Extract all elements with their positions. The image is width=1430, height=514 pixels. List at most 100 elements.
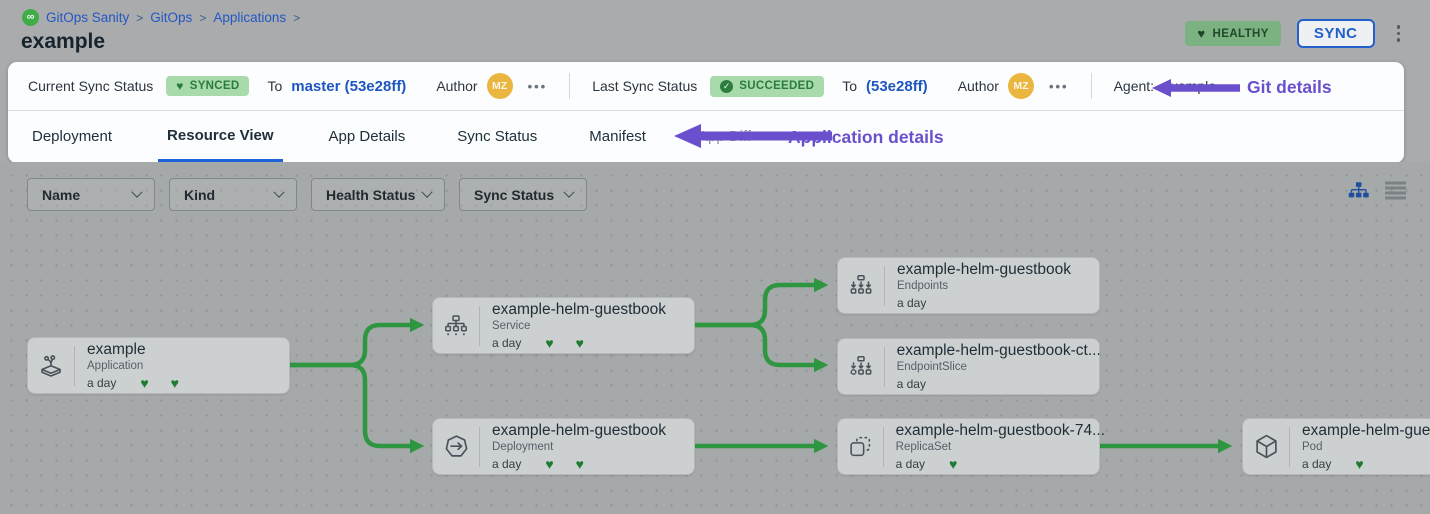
succeeded-badge-label: SUCCEEDED — [739, 80, 815, 92]
node-age: a day — [895, 457, 925, 471]
node-title: example-helm-guest — [1302, 422, 1430, 439]
breadcrumb-separator: > — [293, 10, 301, 25]
page-title: example — [21, 30, 106, 53]
app-header-card: Current Sync Status ♥ SYNCED To master (… — [8, 62, 1404, 163]
tab-app-details[interactable]: App Details — [328, 128, 406, 145]
kind-filter-label: Kind — [184, 186, 216, 203]
gitops-logo-icon: ∞ — [22, 9, 39, 26]
node-application-example[interactable]: example Application a day ♥ ♥ — [27, 337, 290, 394]
app-tabs: Deployment Resource View App Details Syn… — [8, 111, 1404, 162]
health-heart-icon: ♥ — [545, 456, 554, 472]
last-sync-status-label: Last Sync Status — [592, 78, 698, 94]
succeeded-badge: ✓ SUCCEEDED — [710, 75, 825, 97]
node-age: a day — [1302, 457, 1332, 471]
node-kind: Application — [87, 360, 144, 372]
more-options-menu-icon[interactable] — [1391, 21, 1407, 46]
tab-manifest[interactable]: Manifest — [589, 128, 646, 145]
author-avatar[interactable]: MZ — [1007, 73, 1034, 99]
node-service-example-helm-guestbook[interactable]: example-helm-guestbook Service a day ♥ ♥ — [432, 297, 695, 354]
agent-label: Agent: — [1113, 78, 1155, 94]
divider — [884, 265, 885, 306]
health-heart-icon: ♥ — [170, 375, 179, 391]
name-filter-label: Name — [42, 186, 81, 203]
divider — [1090, 73, 1092, 99]
node-kind: Deployment — [492, 441, 554, 453]
sync-status-filter-label: Sync Status — [474, 186, 555, 203]
author-label: Author — [957, 78, 999, 94]
deployment-icon — [433, 434, 479, 459]
edge-service-endpoints — [695, 277, 829, 328]
replicaset-icon — [838, 434, 883, 459]
node-age: a day — [492, 336, 522, 350]
health-heart-icon: ♥ — [140, 375, 149, 391]
git-details-annotation: Git details — [1247, 77, 1332, 97]
edge-application-service — [290, 317, 425, 368]
kind-filter-dropdown[interactable]: Kind — [169, 178, 297, 211]
node-replicaset-example-helm-guestbook-74[interactable]: example-helm-guestbook-74... ReplicaSet … — [837, 418, 1105, 475]
tab-resource-view[interactable]: Resource View — [158, 111, 283, 162]
sync-status-filter-dropdown[interactable]: Sync Status — [459, 178, 587, 211]
synced-badge: ♥ SYNCED — [166, 76, 250, 96]
node-endpointslice-example-helm-guestbook-ct[interactable]: example-helm-guestbook-ct... EndpointSli… — [837, 338, 1101, 395]
divider — [1289, 426, 1290, 467]
last-revision-link[interactable]: (53e28ff) — [865, 77, 928, 95]
heart-icon: ♥ — [176, 79, 184, 93]
divider — [569, 73, 571, 99]
node-age: a day — [897, 296, 927, 310]
sync-button[interactable]: SYNC — [1296, 19, 1375, 48]
endpoints-icon — [838, 274, 884, 297]
node-age: a day — [87, 376, 117, 390]
node-title: example-helm-guestbook — [897, 261, 1072, 278]
health-badge-label: HEALTHY — [1212, 27, 1269, 40]
check-circle-icon: ✓ — [720, 79, 734, 93]
health-status-filter-label: Health Status — [326, 186, 416, 203]
health-heart-icon: ♥ — [545, 335, 554, 351]
application-icon — [28, 353, 74, 379]
to-label: To — [842, 78, 857, 94]
breadcrumb-separator: > — [199, 10, 207, 25]
health-heart-icon: ♥ — [949, 456, 958, 472]
current-revision-link[interactable]: master (53e28ff) — [291, 77, 407, 95]
service-icon — [433, 314, 479, 337]
health-heart-icon: ♥ — [575, 456, 584, 472]
breadcrumb-gitops-sanity[interactable]: GitOps Sanity — [46, 10, 130, 25]
current-sync-status-label: Current Sync Status — [28, 78, 154, 94]
list-view-icon[interactable] — [1385, 181, 1406, 200]
health-heart-icon: ♥ — [575, 335, 584, 351]
node-title: example-helm-guestbook-ct... — [896, 342, 1101, 359]
application-details-annotation-arrow — [674, 124, 832, 148]
filter-bar: Name Kind Health Status Sync Status — [0, 162, 1430, 214]
breadcrumb-applications[interactable]: Applications — [213, 10, 287, 25]
node-kind: Endpoints — [897, 280, 949, 292]
synced-badge-label: SYNCED — [189, 80, 240, 92]
health-status-badge: ♥ HEALTHY — [1185, 21, 1281, 46]
health-status-filter-dropdown[interactable]: Health Status — [311, 178, 445, 211]
node-deployment-example-helm-guestbook[interactable]: example-helm-guestbook Deployment a day … — [432, 418, 695, 475]
git-details-annotation-arrow — [1152, 79, 1240, 97]
breadcrumb-gitops[interactable]: GitOps — [150, 10, 193, 25]
edge-application-deployment — [290, 362, 425, 454]
resource-tree-canvas: Name Kind Health Status Sync Status — [0, 162, 1430, 514]
resource-tree-edges — [290, 277, 1233, 454]
tab-deployment[interactable]: Deployment — [32, 128, 113, 145]
divider — [74, 345, 75, 386]
divider — [883, 346, 885, 387]
node-pod-example-helm-guest[interactable]: example-helm-guest Pod a day ♥ — [1242, 418, 1430, 475]
endpointslice-icon — [838, 355, 884, 378]
node-title: example-helm-guestbook — [492, 422, 667, 439]
author-avatar[interactable]: MZ — [486, 73, 513, 99]
node-endpoints-example-helm-guestbook[interactable]: example-helm-guestbook Endpoints a day — [837, 257, 1100, 314]
more-commit-info-icon[interactable]: ••• — [1048, 78, 1069, 94]
more-commit-info-icon[interactable]: ••• — [527, 78, 548, 94]
pod-icon — [1243, 434, 1289, 459]
sync-status-bar: Current Sync Status ♥ SYNCED To master (… — [8, 62, 1404, 111]
node-kind: Pod — [1302, 441, 1323, 453]
breadcrumb: ∞ GitOps Sanity > GitOps > Applications … — [22, 9, 300, 26]
breadcrumb-separator: > — [136, 10, 144, 25]
node-kind: Service — [492, 320, 531, 332]
name-filter-dropdown[interactable]: Name — [27, 178, 155, 211]
tab-sync-status[interactable]: Sync Status — [457, 128, 538, 145]
node-title: example — [87, 341, 146, 358]
application-details-annotation: Application details — [788, 127, 944, 147]
tree-view-icon[interactable] — [1348, 181, 1370, 200]
